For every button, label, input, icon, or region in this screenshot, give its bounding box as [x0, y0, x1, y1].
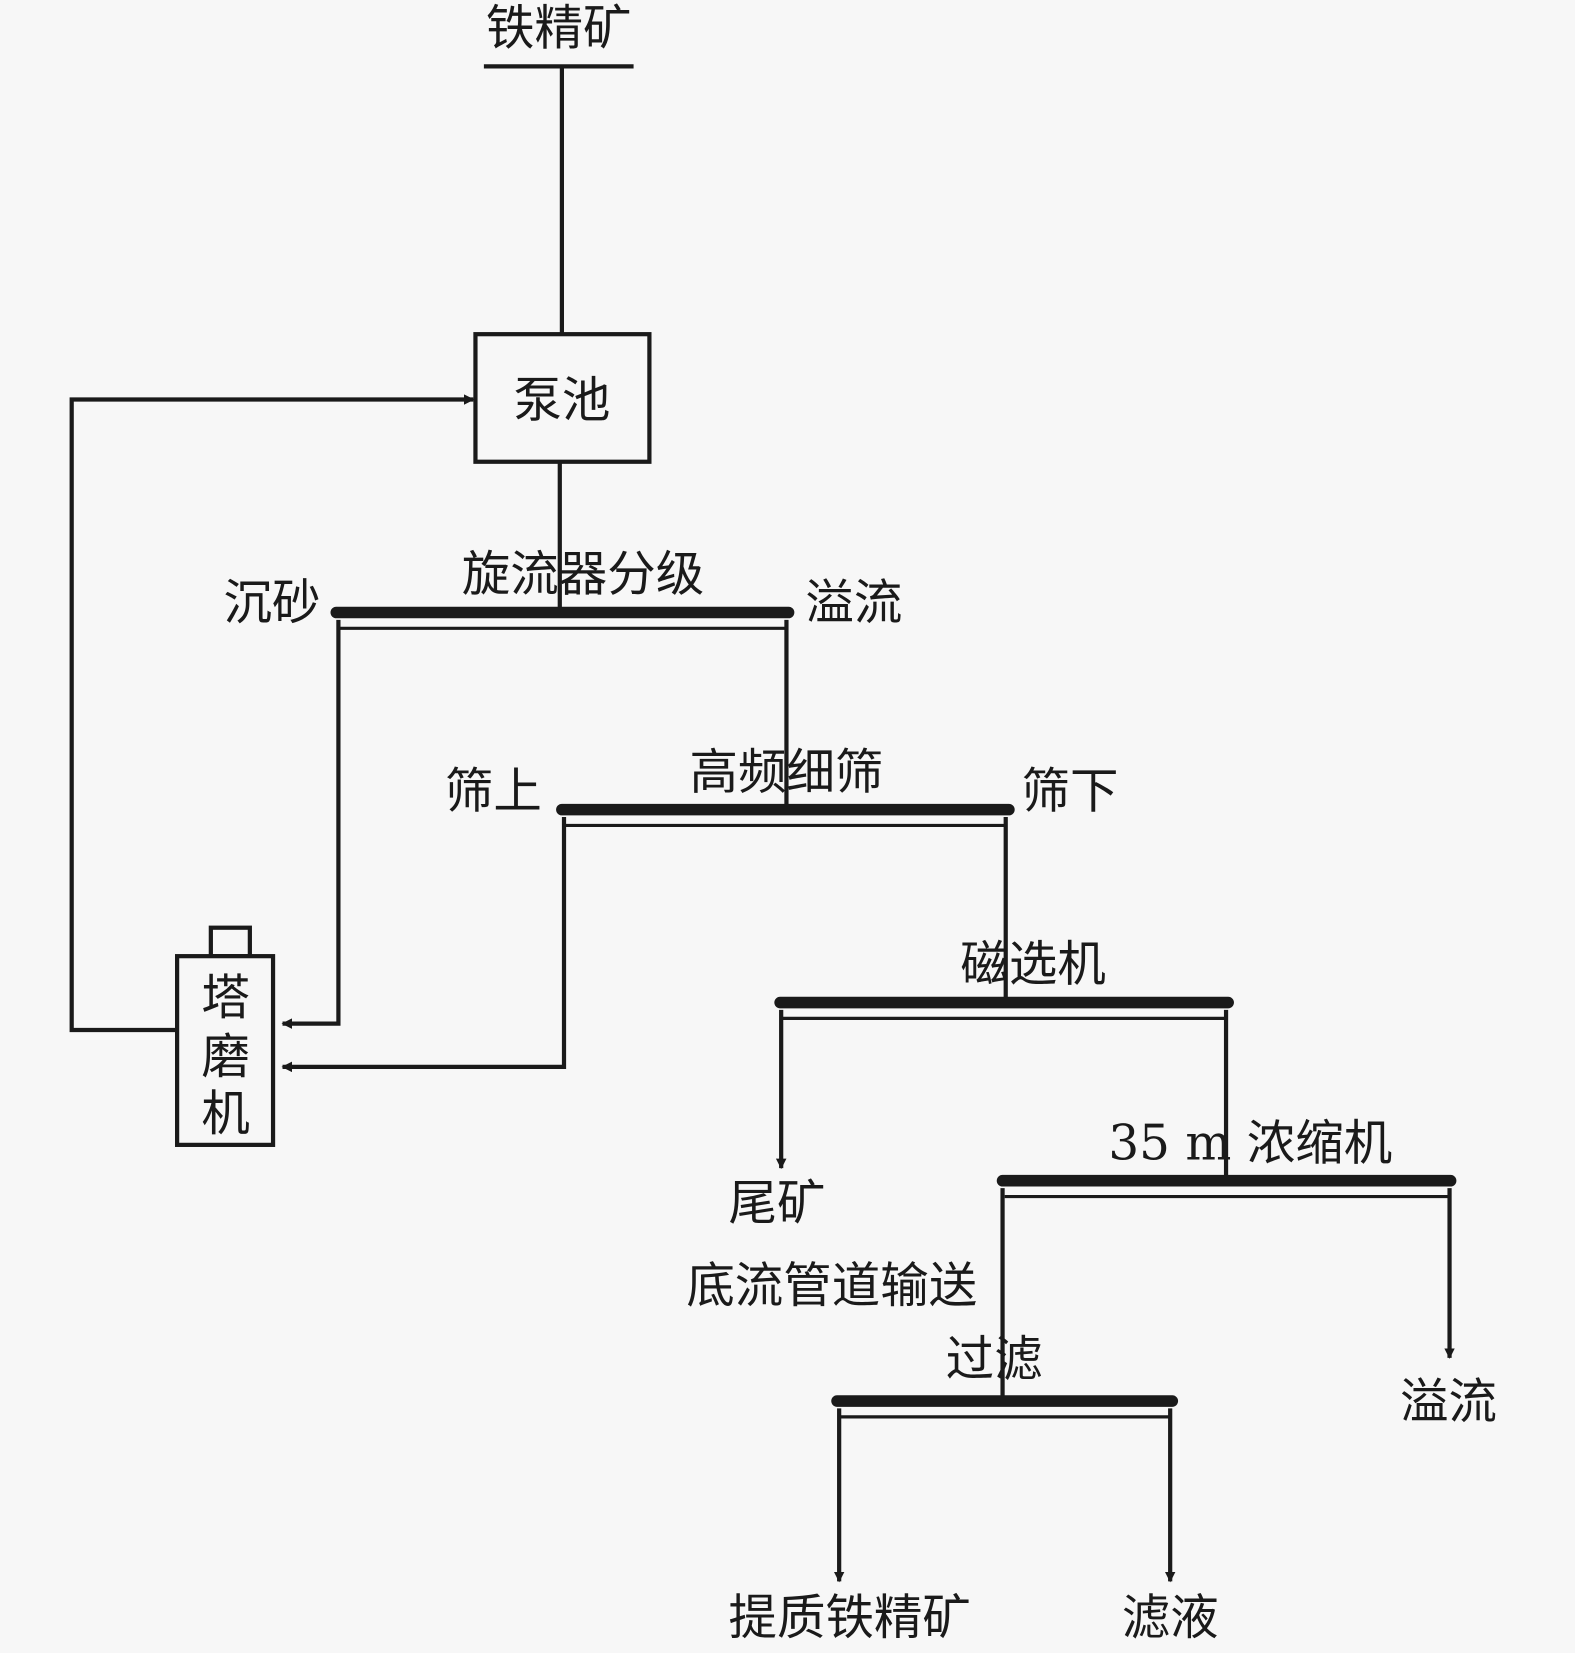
thickener-label: 35 m 浓缩机: [1108, 1116, 1392, 1172]
towermill-return-to-pump-line: [69, 394, 475, 1033]
magnetic-separator-bar: [774, 996, 1234, 1020]
tower-mill: 塔 磨 机: [175, 925, 276, 1147]
filtration-label: 过滤: [946, 1332, 1043, 1388]
product-label: 提质铁精矿: [728, 1590, 970, 1646]
screen-undersize-label: 筛下: [1022, 764, 1119, 820]
screen-oversize-label: 筛上: [445, 764, 542, 820]
pump-sump-label: 泵池: [513, 372, 610, 428]
oversize-to-towermill-line: [281, 817, 567, 1073]
pump-sump-box: 泵池: [473, 332, 652, 464]
screen-label: 高频细筛: [689, 745, 883, 801]
filtrate-label: 滤液: [1122, 1590, 1219, 1646]
feed-label: 铁精矿: [486, 0, 631, 56]
tower-mill-char-3: 机: [201, 1086, 249, 1142]
filtration-bar: [831, 1395, 1179, 1419]
tower-mill-char-2: 磨: [201, 1029, 249, 1085]
thickener-bar: [996, 1174, 1457, 1199]
tower-mill-char-1: 塔: [201, 970, 249, 1026]
underflow-to-towermill-line: [281, 619, 341, 1029]
screen-bar: [556, 803, 1015, 828]
cyclone-overflow-label: 溢流: [805, 575, 902, 631]
tailings-transport-label: 底流管道输送: [686, 1258, 977, 1314]
thickener-overflow-label: 溢流: [1400, 1374, 1497, 1430]
cyclone-underflow-label: 沉砂: [224, 575, 321, 631]
cyclone-label: 旋流器分级: [462, 546, 704, 602]
magnetic-separator-label: 磁选机: [960, 936, 1105, 992]
cyclone-bar: [330, 606, 795, 630]
tailings-label: 尾矿: [728, 1176, 825, 1232]
